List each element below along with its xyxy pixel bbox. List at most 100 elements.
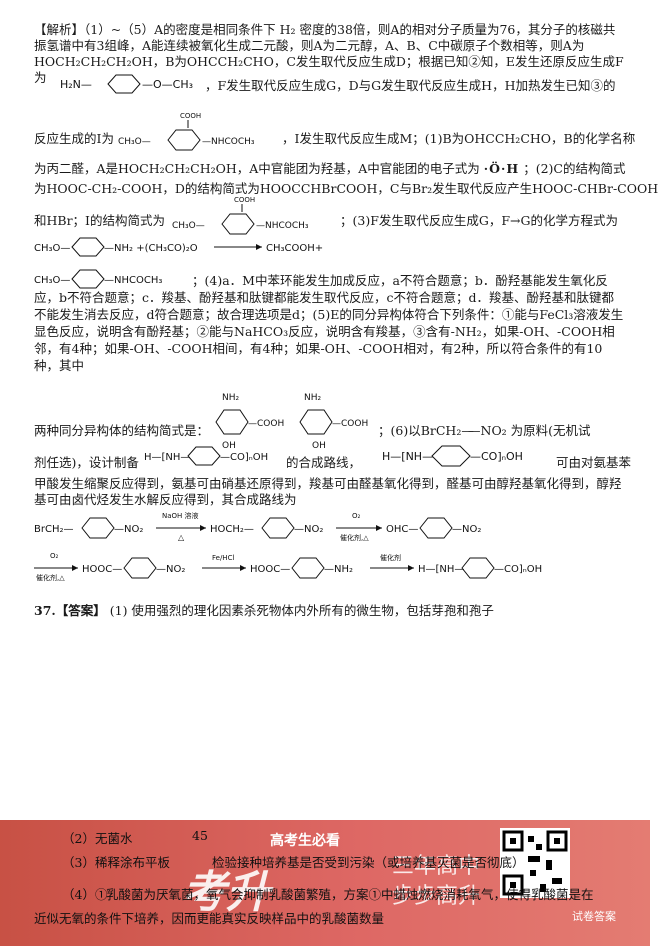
isomer-structures-svg: NH₂ —COOH OH NH₂ —COOH OH (215, 393, 368, 451)
banner-slogan-2: 步步高升 (392, 884, 481, 909)
banner-logo: 考升 (182, 867, 270, 918)
polymer-structure-1: H—[NH— —CO]ₙOH (144, 442, 284, 470)
route-o2-a: O₂ (352, 512, 361, 520)
eq1-right: CH₃COOH+ (266, 243, 323, 254)
label-poly-end-b: —CO]ₙOH (470, 450, 523, 463)
analysis-text-8a: 剂任选)，设计制备 (34, 455, 139, 470)
answer-heading: 37.【答案】 (34, 603, 106, 618)
analysis-paragraph-9: 甲酸发生缩聚反应得到，氨基可由硝基还原得到，羧基可由醛基氧化得到，醛基可由醇羟基… (34, 476, 626, 508)
answer-item-3a: （3）稀释涂布平板 (62, 855, 170, 870)
equation-1-svg: CH₃O— —NH₂ +(CH₃CO)₂O CH₃COOH+ (34, 237, 323, 257)
polymer-structure-2-svg: H—[NH— —CO]ₙOH (382, 445, 523, 467)
banner-top-text: 高考生必看 (270, 833, 340, 849)
analysis-text-5b: ；(3)F发生取代反应生成G，F→G的化学方程式为 (340, 213, 618, 228)
route-fehcl: Fe/HCl (212, 554, 234, 562)
analysis-text-5a: 和HBr；I的结构简式为 (34, 213, 166, 228)
analysis-text-3: 为丙二醛，A是HOCH₂CH₂CH₂OH，A中官能团为羟基，A中官能团的电子式为… (34, 158, 626, 177)
analysis-text-7b: ；(6)以BrCH₂— (378, 423, 474, 438)
analysis-paragraph-1: 【解析】（1）~（5）A的密度是相同条件下 H₂ 密度的38倍，则A的相对分子质… (34, 22, 626, 86)
route-o2-b: O₂ (50, 552, 59, 560)
route-heat-a: △ (178, 533, 185, 542)
label-poly-b: H—[NH— (382, 450, 433, 463)
analysis-paragraph-6: ；(4)a．M中苯环能发生加成反应，a不符合题意；b．酚羟基能发生氧化反应，b不… (34, 272, 626, 374)
label-oh-b: OH (312, 441, 326, 451)
route-no2-d: —NO₂ (156, 564, 185, 575)
label-cooh: COOH (234, 196, 255, 204)
analysis-text-1b: ，F发生取代反应生成G，D与G发生取代反应生成H，H加热发生已知③的 (205, 78, 616, 93)
route-no2-b: —NO₂ (294, 524, 323, 535)
label-ch3o: CH₃O— (172, 221, 205, 231)
analysis-text-6: ；(4)a．M中苯环能发生加成反应，a不符合题意；b．酚羟基能发生氧化反应，b不… (34, 273, 624, 373)
isomer-structures: NH₂ —COOH OH NH₂ —COOH OH (208, 390, 508, 452)
answer-item-1: (1) 使用强烈的理化因素杀死物体内外所有的微生物，包括芽孢和孢子 (109, 603, 494, 618)
analysis-text-3b: ；(2)C的结构简式 (523, 161, 626, 176)
analysis-text-2b: ，I发生取代反应生成M；(1)B为OHCCH₂CHO，B的化学名称 (282, 131, 636, 146)
route-no2-c: —NO₂ (452, 524, 481, 535)
route-cat-b: 催化剂,△ (36, 573, 65, 582)
eq1-mid: —NH₂ +(CH₃CO)₂O (104, 243, 198, 254)
equation-2: CH₃O— —NHCOCH₃ (34, 266, 204, 292)
equation-1: CH₃O— —NH₂ +(CH₃CO)₂O CH₃COOH+ (34, 232, 454, 262)
answer-item-2b: 45 (192, 828, 208, 843)
synthesis-route-1: BrCH₂— —NO₂ NaOH 溶液 △ HOCH₂— —NO₂ O₂ 催化剂… (34, 508, 626, 548)
banner-wechat-label: 试卷答案 (572, 910, 616, 923)
label-cooh-a: —COOH (248, 419, 284, 429)
route-hooc-b: HOOC— (250, 564, 290, 575)
qr-code-svg (502, 830, 568, 896)
structure-i-2: COOH CH₃O— —NHCOCH₃ (172, 192, 342, 240)
structure-f: H₂N— —O—CH₃ (60, 72, 210, 96)
answer-item-4b: 乳酸菌为厌氧菌，氧气会抑制乳酸菌繁殖，方案①中蜡烛燃烧消耗氧气，使得乳酸菌是在 (106, 887, 594, 902)
route-poly-end: —CO]ₙOH (494, 564, 542, 575)
route-nh2: —NH₂ (324, 564, 353, 575)
eq2-left: CH₃O— (34, 275, 70, 286)
eq2-mid: —NHCOCH₃ (104, 275, 162, 286)
structure-f-svg: H₂N— —O—CH₃ (60, 74, 193, 94)
route-no2-a: —NO₂ (114, 524, 143, 535)
synthesis-route-2-svg: O₂ 催化剂,△ HOOC— —NO₂ Fe/HCl HOOC— —NH₂ 催化… (34, 552, 542, 582)
analysis-text-3a: 为丙二醛，A是HOCH₂CH₂CH₂OH，A中官能团为羟基，A中官能团的电子式为 (34, 161, 480, 176)
label-cooh-b: —COOH (332, 419, 368, 429)
answer-item-4a: （4）① (62, 887, 108, 902)
answer-item-3b: 检验接种培养基是否受到污染（或培养基灭菌是否彻底） (212, 855, 525, 870)
analysis-text-8c: 可由对氨基苯 (556, 455, 632, 470)
structure-i-2-svg: COOH CH₃O— —NHCOCH₃ (172, 196, 309, 235)
route-poly: H—[NH— (418, 564, 464, 575)
answer-37: 37.【答案】 (1) 使用强烈的理化因素杀死物体内外所有的微生物，包括芽孢和孢… (34, 600, 494, 619)
qr-code[interactable] (500, 828, 570, 898)
label-nhcoch3: —NHCOCH₃ (202, 137, 255, 147)
polymer-structure-1-svg: H—[NH— —CO]ₙOH (144, 446, 268, 466)
label-h2n: H₂N— (60, 78, 92, 91)
analysis-text-1: 【解析】（1）~（5）A的密度是相同条件下 H₂ 密度的38倍，则A的相对分子质… (34, 22, 624, 85)
analysis-text-7c: —NO₂ 为原料(无机试 (468, 423, 591, 438)
label-poly-end-a: —CO]ₙOH (220, 452, 268, 463)
polymer-structure-2: H—[NH— —CO]ₙOH (382, 442, 552, 470)
route-naoh: NaOH 溶液 (162, 511, 199, 520)
label-cooh: COOH (180, 112, 201, 120)
route-cat-c: 催化剂 (380, 553, 401, 562)
analysis-text-4: 为HOOC-CH₂-COOH，D的结构简式为HOOCCHBrCOOH，C与Br₂… (34, 181, 658, 196)
label-nh2-a: NH₂ (222, 393, 240, 403)
label-poly-a: H—[NH— (144, 452, 190, 463)
route-brch2: BrCH₂— (34, 524, 73, 535)
analysis-text-2a: 反应生成的I为 (34, 131, 114, 146)
analysis-text-7a: 两种同分异构体的结构简式是： (34, 423, 210, 438)
answer-item-5: 近似无氧的条件下培养，因而更能真实反映样品中的乳酸菌数量 (34, 911, 385, 926)
answer-item-2a: （2）无菌水 (62, 831, 133, 846)
banner-slogan-1: 三年高中 (392, 854, 481, 879)
label-ch3o: CH₃O— (118, 137, 151, 147)
route-cat-a: 催化剂,△ (340, 533, 369, 542)
equation-2-svg: CH₃O— —NHCOCH₃ (34, 269, 162, 289)
label-oh-a: OH (222, 441, 236, 451)
label-nh2-b: NH₂ (304, 393, 322, 403)
analysis-text-9: 甲酸发生缩聚反应得到，氨基可由硝基还原得到，羧基可由醛基氧化得到，醛基可由醇羟基… (34, 476, 622, 507)
electron-formula: ·Ö·H (483, 161, 520, 176)
label-och3: —O—CH₃ (142, 78, 193, 91)
eq1-left: CH₃O— (34, 243, 70, 254)
synthesis-route-1-svg: BrCH₂— —NO₂ NaOH 溶液 △ HOCH₂— —NO₂ O₂ 催化剂… (34, 511, 481, 542)
analysis-text-8b: 的合成路线， (286, 455, 362, 470)
route-ohc: OHC— (386, 524, 418, 535)
structure-i-1: COOH CH₃O— —NHCOCH₃ (118, 108, 278, 156)
route-hooc-a: HOOC— (82, 564, 122, 575)
label-nhcoch3: —NHCOCH₃ (256, 221, 309, 231)
